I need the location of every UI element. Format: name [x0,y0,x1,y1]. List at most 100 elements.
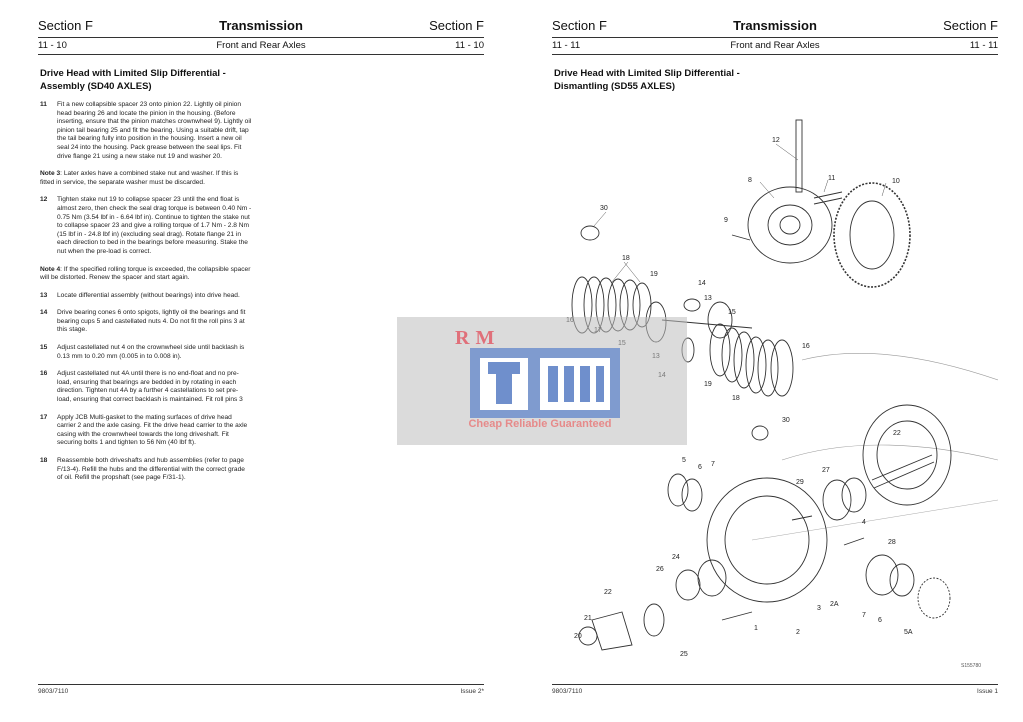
heading-line-2: Assembly (SD40 AXLES) [40,80,152,92]
step-number: 17 [40,413,48,421]
callout: 21 [584,615,592,622]
note-label: Note 4 [40,265,61,273]
callout: 19 [650,271,658,278]
step-text: Reassemble both driveshafts and hub asse… [57,457,245,482]
callout: 6 [878,617,882,624]
step-text: Adjust castellated nut 4 on the crownwhe… [57,344,245,360]
callout: 19 [704,381,712,388]
step-13: 13 Locate differential assembly (without … [40,292,252,301]
step-text: Apply JCB Multi-gasket to the mating sur… [57,413,248,447]
subheader-rule [38,54,484,55]
header-rule [552,37,998,38]
page-subtitle: Front and Rear Axles [216,40,306,51]
step-18: 18 Reassemble both driveshafts and hub as… [40,457,252,483]
page-number-left: 11 - 10 [38,40,67,51]
callout: 2A [830,601,839,608]
callout: 5A [904,629,913,636]
note-text: : Later axles have a combined stake nut … [40,170,239,186]
watermark-tagline: Cheap Reliable Guaranteed [468,418,612,430]
step-number: 18 [40,457,48,464]
step-number: 13 [40,291,48,299]
right-page: Section F Transmission Section F 11 - 11… [552,0,998,722]
page-subheader: 11 - 11 Front and Rear Axles 11 - 11 [552,40,998,52]
footer-issue: Issue 1 [977,688,998,695]
footer-doc-code: 9803/7110 [552,688,583,695]
footer-issue: Issue 2* [460,688,485,695]
callout: 28 [888,539,896,546]
pinion-gear-14-part [683,298,701,312]
callout: 12 [772,137,780,144]
watermark-logo-icon [470,348,620,418]
left-page: Section F Transmission Section F 11 - 10… [38,0,484,722]
header-title: Transmission [733,18,817,33]
page-number-left: 11 - 11 [552,40,581,51]
callout: 22 [893,430,901,437]
callout: 7 [711,461,715,468]
footer-doc-code: 9803/7110 [38,688,69,695]
step-16: 16 Adjust castellated nut 4A until there … [40,370,252,404]
callout: 14 [698,280,706,287]
header-title: Transmission [219,18,303,33]
callout: 13 [704,295,712,302]
crownwheel-part [833,182,911,288]
step-text: Locate differential assembly (without be… [57,291,240,299]
footer-rule [552,684,998,685]
callout: 29 [796,479,804,486]
callout: 6 [698,464,702,471]
drive-head-carrier-part [706,477,828,603]
callout: 3 [817,605,821,612]
shaft-12-part [795,119,803,193]
callout: 25 [680,651,688,658]
page-header: Section F Transmission Section F [552,18,998,35]
section-label-left: Section F [552,18,607,33]
drive-flange-part [591,611,633,651]
callout: 11 [828,175,835,182]
step-15: 15 Adjust castellated nut 4 on the crownw… [40,344,252,361]
callout: 9 [724,217,728,224]
step-number: 15 [40,344,48,352]
page-number-right: 11 - 10 [455,40,484,51]
heading-line-2: Dismantling (SD55 AXLES) [554,80,676,92]
header-rule [38,37,484,38]
step-text: Adjust castellated nut 4A until there is… [57,370,243,404]
step-number: 16 [40,370,48,378]
heading-line-1: Drive Head with Limited Slip Differentia… [40,68,226,79]
page-number-right: 11 - 11 [969,40,998,51]
exploded-view-diagram: 12 8 11 10 9 30 18 19 14 13 16 17 15 15 … [566,119,998,658]
page-subheader: 11 - 10 Front and Rear Axles 11 - 10 [38,40,484,52]
callout: 18 [622,255,630,262]
callout: 30 [782,417,790,424]
footer-rule [38,684,484,685]
callout: 22 [604,589,612,596]
figure-code: S155780 [961,663,982,669]
section-label-left: Section F [38,18,93,33]
callout: 26 [656,566,664,573]
note-label: Note 3 [40,170,61,178]
heading-line-1: Drive Head with Limited Slip Differentia… [554,68,740,79]
page-header: Section F Transmission Section F [38,18,484,35]
callout: 18 [732,395,740,402]
watermark-logo-text: RM [455,327,501,349]
page-subtitle: Front and Rear Axles [730,40,820,51]
callout: 24 [672,554,680,561]
callout: 15 [728,309,736,316]
callout: 16 [802,343,810,350]
callout: 2 [796,629,800,636]
section-label-right: Section F [943,18,998,33]
note-3: Note 3: Later axles have a combined stak… [40,170,252,187]
subheader-rule [552,54,998,55]
step-17: 17 Apply JCB Multi-gasket to the mating s… [40,414,252,448]
callout: 4 [862,519,866,526]
step-text: Tighten stake nut 19 to collapse spacer … [57,196,252,255]
step-text: Drive bearing cones 6 onto spigots, ligh… [57,309,246,334]
callout: 27 [822,467,830,474]
callout: 1 [754,625,758,632]
note-text: : If the specified rolling torque is exc… [40,265,251,282]
diff-case-part [747,186,833,264]
step-text: Fit a new collapsible spacer 23 onto pin… [57,101,252,160]
callout: 20 [574,633,582,640]
